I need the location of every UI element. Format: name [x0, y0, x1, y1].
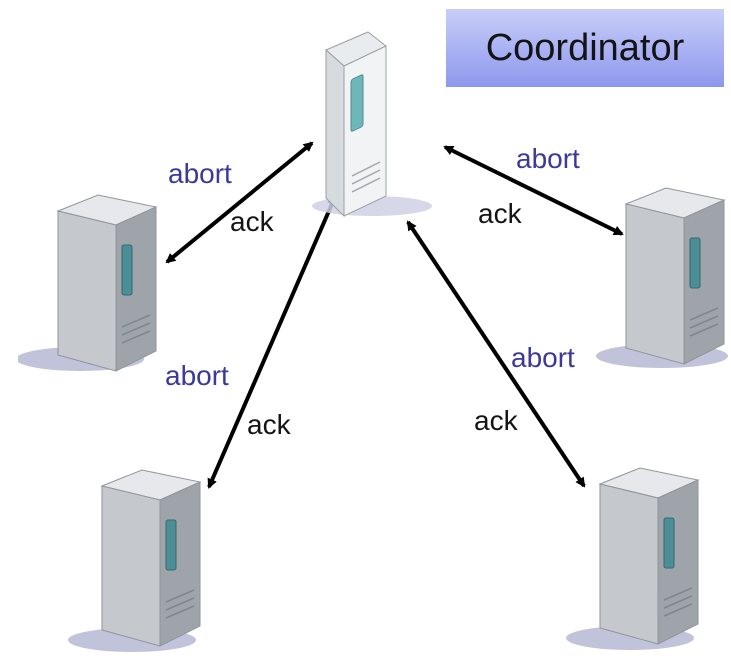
server-coordinator: [312, 26, 462, 226]
server-icon: [68, 469, 202, 652]
abort-label-right: abort: [516, 143, 580, 174]
arrow-coordinator-right-server: [443, 145, 624, 236]
server-participant-right: [592, 178, 731, 378]
ack-label-left: ack: [230, 206, 274, 237]
abort-label-bottom-left: abort: [165, 360, 229, 391]
server-participant-bottom-right: [560, 458, 710, 658]
coordinator-title-box: Coordinator: [446, 9, 724, 87]
coordinator-title: Coordinator: [485, 26, 685, 69]
server-icon: [596, 187, 728, 368]
server-icon: [566, 467, 700, 650]
server-icon: [312, 31, 432, 218]
server-participant-bottom-left: [62, 462, 212, 659]
server-participant-left: [16, 187, 168, 387]
server-icon: [16, 194, 158, 372]
arrow-coordinator-bottom-right-server: [406, 220, 586, 488]
arrow-coordinator-bottom-left-server: [207, 195, 337, 489]
abort-label-bottom-right: abort: [511, 342, 575, 373]
ack-label-right: ack: [478, 198, 522, 229]
abort-label-left: abort: [168, 158, 232, 189]
ack-label-bottom-right: ack: [474, 405, 518, 436]
ack-label-bottom-left: ack: [247, 409, 291, 440]
